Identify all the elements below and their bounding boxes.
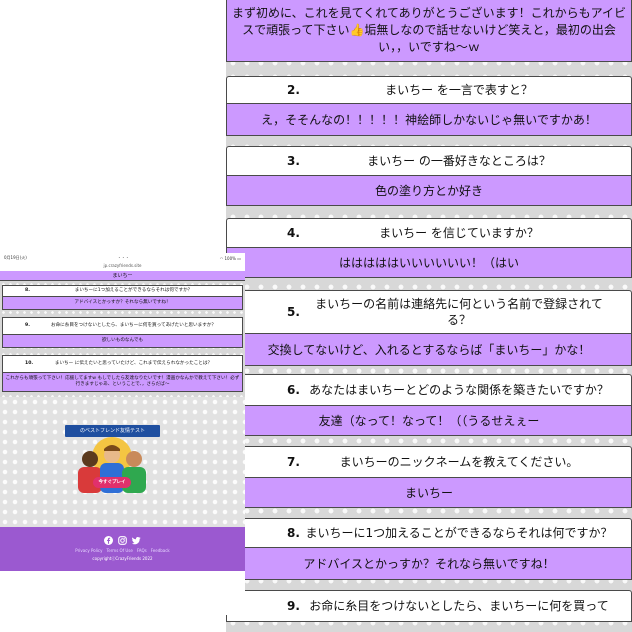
twitter-icon[interactable] xyxy=(132,536,141,545)
intro-answer-text: まず初めに、これを見てくれてありがとうございます！これからもアイビスで頑張って下… xyxy=(232,6,626,54)
qa-item: 2. まいちー を一言で表すと？ え，そそんなの！！！！！神絵師しかないじゃ無い… xyxy=(226,76,632,136)
status-time: 0月19日(火) xyxy=(4,255,27,260)
promo-title: のベストフレンド友情テスト xyxy=(79,428,146,434)
answer-text: え，そそんなの！！！！！神絵師しかないじゃ無いですかあ！ xyxy=(261,112,597,127)
question-text: まいちー を一言で表すと？ xyxy=(385,83,533,97)
question-list: 8. まいちーに1つ加えることができるならそれは何ですか？ アドバイスとかっすか… xyxy=(0,281,245,397)
qa-item: 4. まいちー を信じていますか？ はははははいいいいいい！（はい xyxy=(226,218,632,278)
phone-screenshot: 0月19日(火) ・・・ ◠ 100% ▭ jp.crazyfriends.si… xyxy=(0,253,245,615)
url-bar[interactable]: jp.crazyfriends.site xyxy=(0,263,245,271)
question-number: 9. xyxy=(287,599,300,613)
answer-row: まいちー xyxy=(226,478,632,508)
copyright-text: copyrightⓒCrazyFriends 2022 xyxy=(92,556,153,561)
answer-text: これからも頑張って下さい！応援してますw もしでしたら友達なりたいです！漫画かな… xyxy=(5,376,240,387)
terms-of-use-link[interactable]: Terms Of Use xyxy=(106,548,133,553)
social-links xyxy=(0,527,245,547)
quiz-answers-panel: まず初めに、これを見てくれてありがとうございます！これからもアイビスで頑張って下… xyxy=(226,0,632,632)
answer-row: アドバイスとかっすか？それなら無いですね！ xyxy=(2,297,243,310)
url-text: jp.crazyfriends.site xyxy=(103,263,142,268)
question-row: 7. まいちーのニックネームを教えてください。 xyxy=(226,446,632,478)
question-number: 9. xyxy=(25,323,30,328)
answer-row: アドバイスとかっすか？それなら無いですね！ xyxy=(226,548,632,580)
answer-text: 色の塗り方とか好き xyxy=(374,183,483,198)
facebook-icon[interactable] xyxy=(104,536,113,545)
faqs-link[interactable]: FAQs xyxy=(136,548,147,553)
question-number: 7. xyxy=(287,455,300,469)
question-row: 3. まいちー の一番好きなところは？ xyxy=(226,146,632,176)
qa-item: 8. まいちーに1つ加えることができるならそれは何ですか？ アドバイスとかっすか… xyxy=(0,285,245,310)
qa-item: 6. あなたはまいちーとどのような関係を築きたいですか？ 友達（なって！なって！… xyxy=(226,374,632,436)
friend-head-left xyxy=(82,451,98,467)
footer-links: Privacy Policy Terms Of Use FAQs Feedbac… xyxy=(0,547,245,555)
question-number: 3. xyxy=(287,154,300,168)
answer-row: まいちー xyxy=(0,271,245,281)
qa-item: 9. お命に糸目をつけないとしたら、まいちーに何を買って xyxy=(226,590,632,622)
qa-item: 8. まいちーに1つ加えることができるならそれは何ですか？ アドバイスとかっすか… xyxy=(226,518,632,580)
privacy-policy-link[interactable]: Privacy Policy xyxy=(75,548,103,553)
answer-text: 友達（なって！なって！（（うるせえぇー xyxy=(318,413,540,428)
question-row: 4. まいちー を信じていますか？ xyxy=(226,218,632,248)
question-text: まいちーのニックネームを教えてください。 xyxy=(339,455,579,469)
question-text: あなたはまいちーとどのような関係を築きたいですか？ xyxy=(309,383,609,397)
status-battery: ◠ 100% ▭ xyxy=(220,256,241,261)
question-text: まいちー に伝えたいと思っていたけど、これまで伝えられなかったことは？ xyxy=(54,361,213,366)
answer-row: これからも頑張って下さい！応援してますw もしでしたら友達なりたいです！漫画かな… xyxy=(2,373,243,392)
question-text: まいちーに1つ加えることができるならそれは何ですか？ xyxy=(74,288,193,293)
status-bar: 0月19日(火) ・・・ ◠ 100% ▭ xyxy=(0,253,245,263)
qa-item: 5. まいちーの名前は連絡先に何という名前で登録されてる？ 交換してないけど、入… xyxy=(226,290,632,366)
question-row: 2. まいちー を一言で表すと？ xyxy=(226,76,632,104)
question-text: まいちー の一番好きなところは？ xyxy=(367,154,551,168)
answer-row: 欲しいものなんでも xyxy=(2,335,243,348)
question-text: まいちーに1つ加えることができるならそれは何ですか？ xyxy=(305,526,613,540)
battery-level: 100% xyxy=(224,255,236,261)
wifi-icon: ◠ xyxy=(219,255,225,261)
status-dots: ・・・ xyxy=(117,255,130,260)
qa-item: 9. お命に糸目をつけないとしたら、まいちーに何を買ってあげたいと思いますか？ … xyxy=(0,317,245,348)
play-now-button[interactable]: 今すぐプレイ xyxy=(93,477,131,488)
play-now-label: 今すぐプレイ xyxy=(98,480,126,485)
qa-item: 7. まいちーのニックネームを教えてください。 まいちー xyxy=(226,446,632,508)
question-number: 2. xyxy=(287,83,300,97)
question-text: まいちーの名前は連絡先に何という名前で登録されてる？ xyxy=(315,297,603,327)
friend-head-right xyxy=(126,451,142,467)
question-row: 10. まいちー に伝えたいと思っていたけど、これまで伝えられなかったことは？ xyxy=(2,355,243,373)
site-footer: Privacy Policy Terms Of Use FAQs Feedbac… xyxy=(0,527,245,571)
answer-text: まいちー xyxy=(112,273,133,279)
question-row: 9. お命に糸目をつけないとしたら、まいちーに何を買ってあげたいと思いますか？ xyxy=(2,317,243,335)
answer-text: 交換してないけど、入れるとするならば「まいちー」かな！ xyxy=(267,342,591,357)
question-row: 8. まいちーに1つ加えることができるならそれは何ですか？ xyxy=(226,518,632,548)
feedback-link[interactable]: Feedback xyxy=(150,548,170,553)
question-row: 8. まいちーに1つ加えることができるならそれは何ですか？ xyxy=(2,285,243,297)
answer-row: え，そそんなの！！！！！神絵師しかないじゃ無いですかあ！ xyxy=(226,104,632,136)
instagram-icon[interactable] xyxy=(118,536,127,545)
promo-banner: のベストフレンド友情テスト xyxy=(65,425,160,437)
qa-item: 3. まいちー の一番好きなところは？ 色の塗り方とか好き xyxy=(226,146,632,206)
answer-row: 交換してないけど、入れるとするならば「まいちー」かな！ xyxy=(226,334,632,366)
answer-text: はははははいいいいいい！（はい xyxy=(338,255,519,270)
question-number: 8. xyxy=(287,526,300,540)
qa-item: 10. まいちー に伝えたいと思っていたけど、これまで伝えられなかったことは？ … xyxy=(0,355,245,392)
answer-text: アドバイスとかっすか？それなら無いですね！ xyxy=(74,300,171,305)
question-row: 6. あなたはまいちーとどのような関係を築きたいですか？ xyxy=(226,374,632,406)
battery-icon: ▭ xyxy=(237,255,241,261)
answer-text: アドバイスとかっすか？それなら無いですね！ xyxy=(303,556,555,571)
answer-text: まいちー xyxy=(404,485,453,500)
promo-section: のベストフレンド友情テスト 今すぐプレイ xyxy=(0,397,245,527)
answer-row: 色の塗り方とか好き xyxy=(226,176,632,206)
intro-answer: まず初めに、これを見てくれてありがとうございます！これからもアイビスで頑張って下… xyxy=(226,0,632,62)
question-text: まいちー を信じていますか？ xyxy=(379,226,539,240)
question-text: お命に糸目をつけないとしたら、まいちーに何を買って xyxy=(309,599,609,613)
question-number: 6. xyxy=(287,383,300,397)
question-number: 5. xyxy=(287,305,300,319)
question-number: 8. xyxy=(25,288,30,293)
question-row: 9. お命に糸目をつけないとしたら、まいちーに何を買って xyxy=(226,590,632,622)
question-number: 4. xyxy=(287,226,300,240)
answer-text: 欲しいものなんでも xyxy=(101,338,144,343)
question-number: 10. xyxy=(25,361,34,366)
answer-row: 友達（なって！なって！（（うるせえぇー xyxy=(226,406,632,436)
question-row: 5. まいちーの名前は連絡先に何という名前で登録されてる？ xyxy=(226,290,632,334)
answer-row: はははははいいいいいい！（はい xyxy=(226,248,632,278)
question-text: お命に糸目をつけないとしたら、まいちーに何を買ってあげたいと思いますか？ xyxy=(50,323,216,328)
